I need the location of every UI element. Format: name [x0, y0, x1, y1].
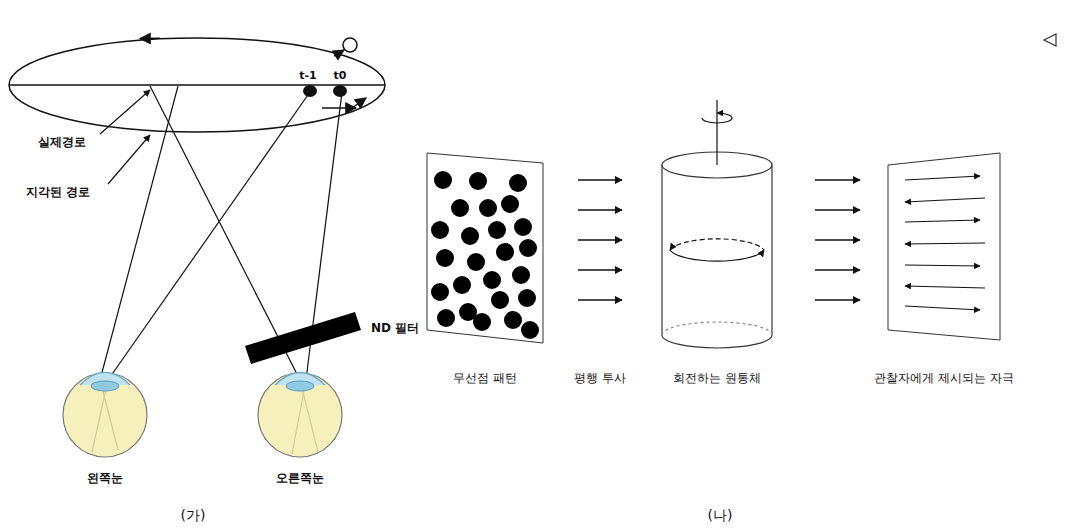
eye-label: 왼쪽눈: [87, 471, 123, 485]
random-dot: [431, 283, 449, 301]
random-dot: [467, 253, 485, 271]
random-dot: [479, 199, 497, 217]
rotating-cylinder: [662, 100, 772, 348]
time-label: t-1: [299, 69, 316, 82]
motion-arrow: [322, 107, 356, 109]
random-dot: [437, 309, 455, 327]
random-dot: [501, 195, 519, 213]
actual-path-line: [9, 84, 385, 86]
random-dot: [514, 218, 532, 236]
random-dot: [461, 227, 479, 245]
random-dot: [483, 271, 501, 289]
random-dots: [431, 171, 539, 339]
random-dot: [504, 311, 522, 329]
random-dot: [521, 321, 539, 339]
random-dot: [518, 289, 536, 307]
stage-label: 무선점 패턴: [453, 371, 517, 385]
nd-filter: [245, 312, 361, 364]
stage-label: 평행 투사: [574, 371, 626, 385]
projection-arrows: [578, 180, 860, 300]
target-dot: [303, 85, 317, 97]
stimulus-motion-arrows: [905, 176, 985, 310]
target-dot: [333, 85, 347, 97]
leader-line: [108, 135, 150, 184]
stage-label: 회전하는 원통체: [673, 371, 761, 385]
time-label: t0: [334, 69, 347, 82]
left-eye: [63, 373, 147, 458]
random-dot: [453, 276, 471, 294]
random-dot: [496, 243, 514, 261]
random-dot: [512, 266, 530, 284]
random-dot: [509, 174, 527, 192]
filter-label: ND 필터: [371, 321, 419, 335]
stage-label: 관찰자에게 제시되는 자극: [874, 371, 1014, 385]
random-dot: [488, 221, 506, 239]
dot-pattern-panel: [427, 153, 543, 343]
random-dot: [451, 199, 469, 217]
observer-symbol: [1044, 34, 1056, 46]
random-dot: [434, 171, 452, 189]
random-dot: [473, 313, 491, 331]
panel-label: (나): [708, 507, 733, 524]
path-label: 실제경로: [38, 135, 86, 149]
random-dot: [436, 249, 454, 267]
random-dot: [469, 172, 487, 190]
random-dot: [519, 239, 537, 257]
path-label: 지각된 경로: [26, 185, 90, 199]
perceived-path-ellipse: [9, 38, 385, 132]
eye-label: 오른쪽눈: [276, 471, 324, 485]
right-eye: [258, 373, 342, 458]
random-dot: [431, 221, 449, 239]
leader-line: [100, 90, 150, 134]
panel-label: (가): [181, 507, 206, 524]
stimulus-panel: [888, 153, 1000, 340]
perceived-dot: [343, 38, 357, 52]
random-dot: [491, 291, 509, 309]
